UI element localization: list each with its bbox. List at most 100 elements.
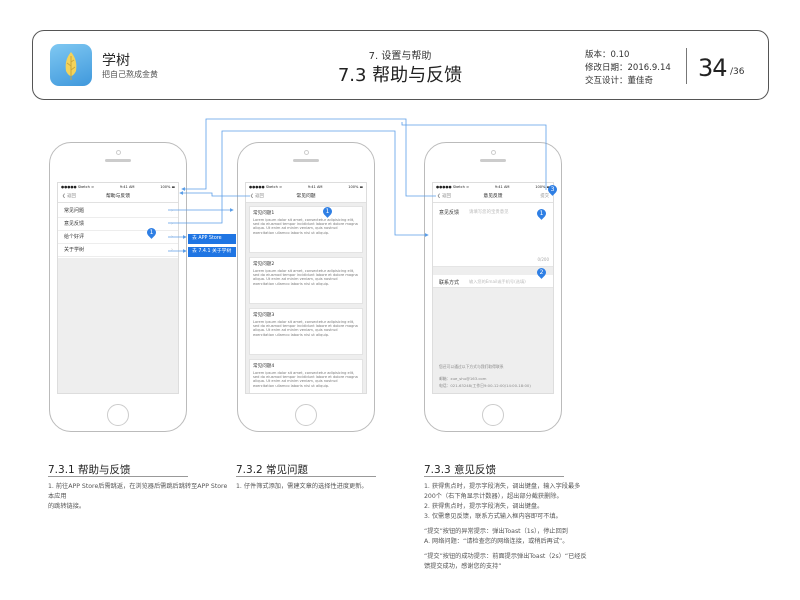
section-line: 3. 仅需意见反馈，联系方式输入框内容即可不填。 [424, 513, 562, 520]
contact-label: 联系方式 [439, 280, 460, 286]
speaker-icon [105, 159, 131, 162]
status-bar: ●●●●● Sketch ≈ 9:41 AM 100% ▬ [58, 183, 178, 191]
home-button-icon [482, 404, 504, 426]
list-item-about[interactable]: 关于学树 › [58, 244, 178, 257]
camera-icon [116, 150, 121, 155]
time-text: 9:41 AM [119, 185, 135, 189]
section-line: “提交”按钮的异常提示：弹出Toast（1s），停止回到 [424, 528, 568, 535]
section-title: 7.3.1 帮助与反馈 [48, 464, 131, 476]
section-line: 馈提交成功，感谢您的支持” [424, 563, 502, 570]
section-line: 2. 获得焦点时，提示字段消失，调出键盘。 [424, 503, 544, 510]
faq-title: 常见问题3 [253, 313, 275, 318]
char-counter: 0/200 [537, 257, 549, 262]
footer-area: 您还可以通过以下方式与我们取得联系 邮箱：xue_shu@163.com 电话：… [433, 288, 553, 393]
submit-button[interactable]: 提交 [540, 194, 549, 199]
list-item-feedback[interactable]: 意见反馈› [58, 218, 178, 231]
nav-bar: ❮ 返回 常见问题 [246, 191, 366, 203]
faq-body: Lorem ipsum dolor sit amet, consectetur … [253, 218, 358, 235]
time-text: 9:41 AM [307, 185, 323, 189]
feedback-label: 意见反馈 [439, 210, 460, 216]
faq-title: 常见问题2 [253, 262, 275, 267]
camera-icon [304, 150, 309, 155]
back-button[interactable]: ❮ 返回 [250, 194, 264, 199]
nav-title: 常见问题 [296, 194, 316, 199]
empty-area [58, 258, 178, 393]
camera-icon [491, 150, 496, 155]
modified-date-text: 修改日期：2016.9.14 [585, 63, 671, 73]
faq-title: 常见问题1 [253, 211, 275, 216]
feedback-textarea[interactable]: 意见反馈 请填写您的宝贵意见 0/200 [433, 205, 553, 267]
app-icon [50, 44, 92, 86]
section-text: 1. 前往APP Store后需跳返，在浏览器后需跳后跳转至APP Store本… [48, 482, 228, 512]
version-text: 版本：0.10 [585, 50, 630, 60]
callout-about: 去 7.4.1 关于学树 [188, 247, 236, 257]
chevron-right-icon: › [171, 208, 173, 214]
home-button-icon [295, 404, 317, 426]
flow-arrow-submit [401, 122, 547, 190]
list-item-faq[interactable]: 常见问题 › [58, 205, 178, 218]
header-divider [686, 48, 687, 84]
back-button[interactable]: ❮ 返回 [437, 194, 451, 199]
carrier-text: ●●●●● Sketch ≈ [436, 185, 470, 189]
home-button-icon [107, 404, 129, 426]
section-number: 7. 设置与帮助 [368, 51, 432, 62]
chevron-right-icon: › [171, 247, 173, 253]
section-line: A. 网络问题：“请检查您的网络连接，或稍后再试”。 [424, 538, 569, 545]
feedback-placeholder: 请填写您的宝贵意见 [469, 210, 509, 215]
faq-card: 常见问题4 Lorem ipsum dolor sit amet, consec… [249, 359, 363, 393]
annotation-pin-number: 1 [325, 208, 330, 215]
section-title: 7.3.2 常见问题 [236, 464, 309, 476]
app-slogan: 把自己熬成金黄 [102, 70, 158, 79]
section-text: 1. 仔件筛式添加，需建文章的选择性进度更新。 [236, 482, 416, 492]
faq-card: 常见问题3 Lorem ipsum dolor sit amet, consec… [249, 308, 363, 355]
speaker-icon [480, 159, 506, 162]
section-line: 200个（右下角显示计数器），超出部分截获删除。 [424, 493, 563, 500]
footer-email: 邮箱：xue_shu@163.com [439, 376, 487, 381]
screen-help: ●●●●● Sketch ≈ 9:41 AM 100% ▬ ❮ 返回 帮助与反馈… [57, 182, 179, 394]
annotation-pin-number: 1 [149, 229, 154, 236]
section-line: 1. 获得焦点时，提示字段消失，调出键盘，输入字段最多 [424, 483, 581, 490]
list-item-label: 关于学树 [64, 247, 85, 253]
battery-text: 100% ▬ [348, 185, 363, 189]
section-line: “提交”按钮的成功提示：前面提示弹出Toast（2s）“已经反 [424, 553, 587, 560]
nav-bar: ❮ 返回 帮助与反馈 [58, 191, 178, 203]
section-text: 1. 获得焦点时，提示字段消失，调出键盘，输入字段最多 200个（右下角显示计数… [424, 482, 624, 572]
flow-arrow-back-faq [179, 191, 250, 197]
section-rule [424, 476, 564, 477]
designer-text: 交互设计：董佳奇 [585, 76, 654, 86]
status-bar: ●●●●● Sketch ≈ 9:41 AM 100% ▬ [433, 183, 553, 191]
faq-card: 常见问题2 Lorem ipsum dolor sit amet, consec… [249, 257, 363, 304]
list-item-label: 常见问题 [64, 208, 85, 214]
faq-body: Lorem ipsum dolor sit amet, consectetur … [253, 320, 358, 337]
nav-title: 意见反馈 [483, 194, 503, 199]
contact-field[interactable]: 联系方式 输入您的Email或手机号(选填) [433, 275, 553, 288]
nav-bar: ❮ 返回 意见反馈 提交 [433, 191, 553, 203]
flow-arrow-back-feedback [181, 118, 436, 197]
spacer [433, 267, 553, 275]
carrier-text: ●●●●● Sketch ≈ [249, 185, 283, 189]
footer-phone: 电话：021-63248(工作日9:00-12:00/14:00-18:00) [439, 383, 531, 388]
contact-placeholder: 输入您的Email或手机号(选填) [469, 279, 526, 284]
screen-feedback: ●●●●● Sketch ≈ 9:41 AM 100% ▬ ❮ 返回 意见反馈 … [432, 182, 554, 394]
section-line: 的跳转链接。 [48, 503, 86, 510]
back-button[interactable]: ❮ 返回 [62, 194, 76, 199]
annotation-pin-number: 2 [539, 269, 544, 276]
callout-app-store: 去 APP Store [188, 234, 236, 244]
status-bar: ●●●●● Sketch ≈ 9:41 AM 100% ▬ [246, 183, 366, 191]
section-title: 7.3.3 意见反馈 [424, 464, 497, 476]
list-item-label: 意见反馈 [64, 221, 85, 227]
section-line: 1. 前往APP Store后需跳返，在浏览器后需跳后跳转至APP Store本… [48, 483, 228, 500]
footer-hint: 您还可以通过以下方式与我们取得联系 [439, 364, 504, 369]
screen-faq: ●●●●● Sketch ≈ 9:41 AM 100% ▬ ❮ 返回 常见问题 … [245, 182, 367, 394]
list-item-label: 给个好评 [64, 234, 85, 240]
section-rule [48, 476, 188, 477]
faq-body: Lorem ipsum dolor sit amet, consectetur … [253, 371, 358, 388]
page-title: 7.3 帮助与反馈 [337, 65, 463, 86]
time-text: 9:41 AM [494, 185, 510, 189]
battery-text: 100% ▬ [160, 185, 175, 189]
flow-arrow-feedback [168, 130, 429, 237]
nav-title: 帮助与反馈 [106, 194, 130, 199]
faq-card: 常见问题1 Lorem ipsum dolor sit amet, consec… [249, 206, 363, 253]
